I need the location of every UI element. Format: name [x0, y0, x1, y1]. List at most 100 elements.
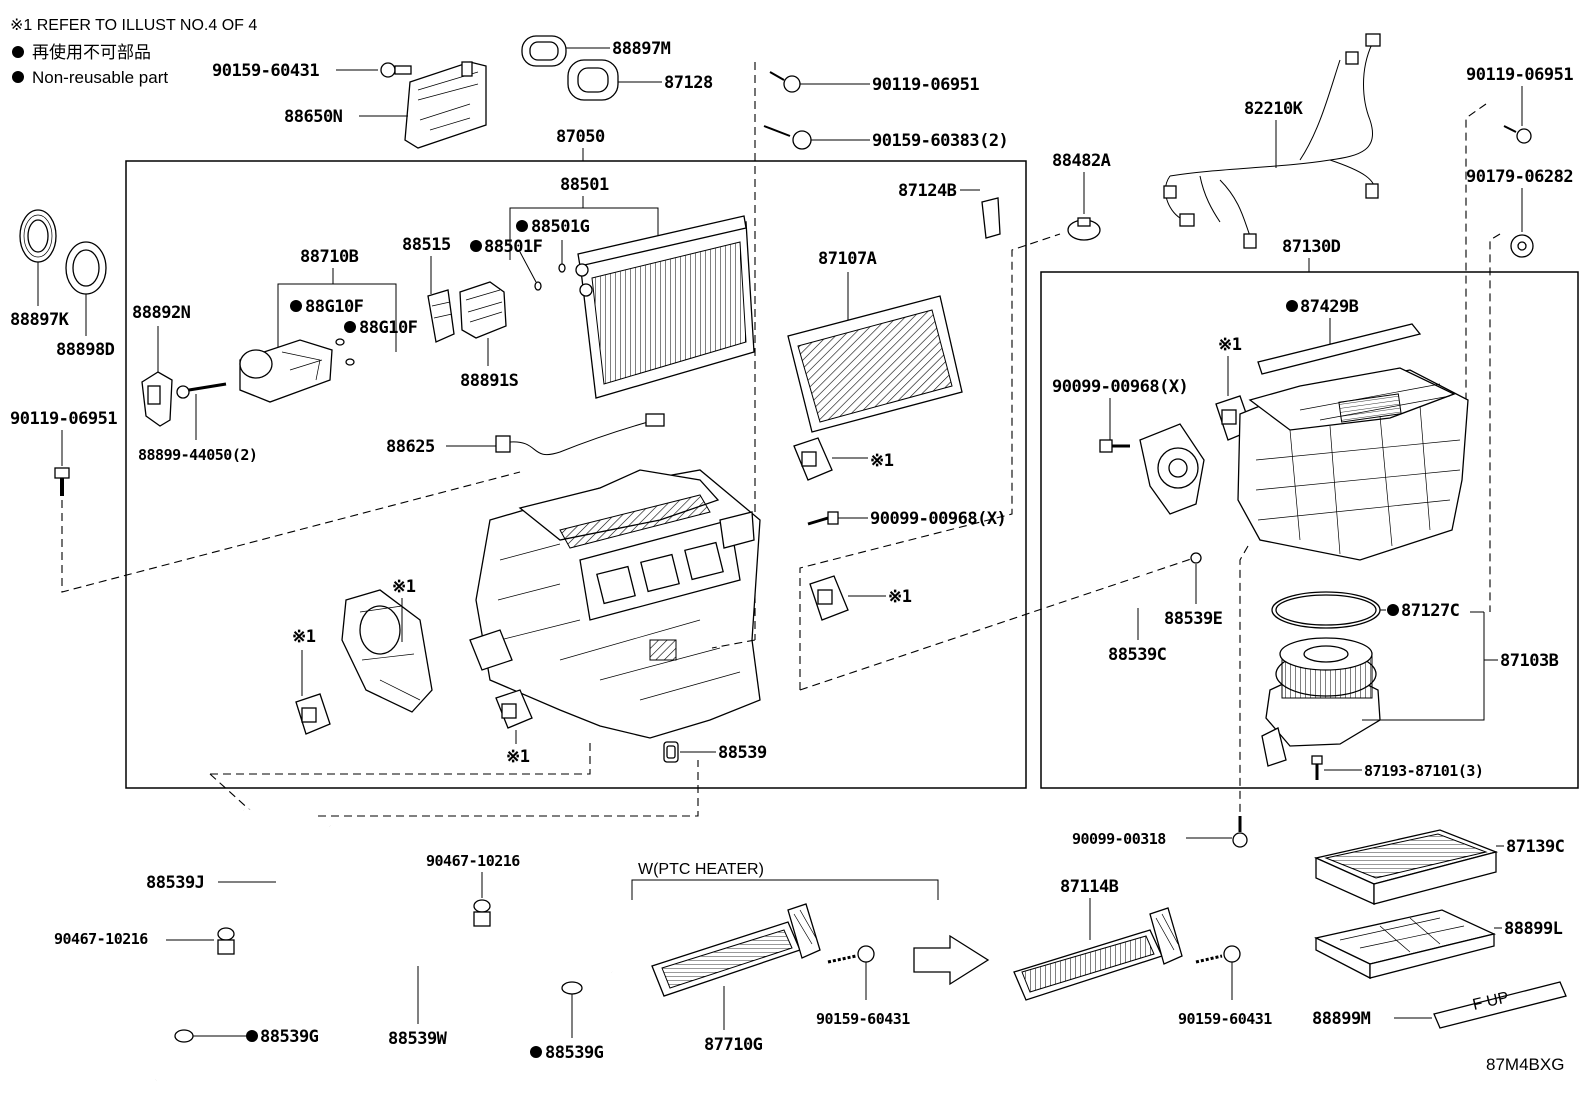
label-88539G-b: 88539G — [545, 1043, 604, 1063]
note-non-reusable-jp: 再使用不可部品 — [32, 42, 151, 62]
o-ring-87127C — [1271, 591, 1381, 629]
label-88539G-a: 88539G — [260, 1027, 319, 1047]
clip-icon — [217, 927, 235, 955]
illustration-code: 87M4BXG — [1486, 1055, 1564, 1074]
blower-case-87130D — [1237, 367, 1469, 561]
bracket-88650N — [404, 61, 487, 149]
label-90119-06951-right: 90119-06951 — [1466, 65, 1573, 85]
seal-87128 — [567, 59, 619, 101]
ptc-heater-label: W(PTC HEATER) — [638, 861, 764, 878]
label-90119-06951: 90119-06951 — [872, 75, 979, 95]
label-90467-10216-b: 90467-10216 — [426, 852, 520, 870]
label-87127C: 87127C — [1401, 601, 1459, 621]
ptc-heater-87710G — [651, 903, 821, 997]
drain-hose-88539J — [134, 807, 282, 1081]
actuator-ref-1-e — [809, 575, 849, 621]
label-88899M: 88899M — [1312, 1009, 1371, 1029]
label-87130D: 87130D — [1282, 237, 1341, 257]
label-90099-00968-a: 90099-00968(X) — [870, 509, 1006, 529]
label-mark-1-e: ※1 — [888, 587, 912, 607]
non-reusable-dot-icon — [290, 300, 302, 312]
label-87139C: 87139C — [1506, 837, 1564, 857]
label-87710G: 87710G — [704, 1035, 763, 1055]
pipe-87124B — [879, 197, 1001, 325]
grommet-88539E — [1190, 552, 1202, 564]
wire-harness-82210K — [1163, 33, 1381, 249]
label-90159-60431: 90159-60431 — [212, 61, 319, 81]
seal-88539 — [663, 741, 679, 763]
label-90119-06951-left: 90119-06951 — [10, 409, 117, 429]
connector-88515 — [427, 289, 455, 343]
label-90099-00318: 90099-00318 — [1072, 830, 1166, 848]
screw-icon — [763, 125, 812, 150]
non-reusable-dot-icon — [12, 71, 24, 83]
label-87050: 87050 — [556, 127, 605, 147]
label-87128: 87128 — [664, 73, 713, 93]
label-87429B: 87429B — [1300, 297, 1359, 317]
actuator-ref-1-a — [341, 589, 433, 713]
label-88482A: 88482A — [1052, 151, 1111, 171]
evaporator-88501 — [575, 215, 755, 399]
sensor-88482A — [1067, 217, 1101, 241]
label-mark-1-d: ※1 — [870, 451, 894, 471]
label-90159-60431-b: 90159-60431 — [816, 1010, 910, 1028]
label-mark-1-c: ※1 — [506, 747, 530, 767]
label-88891S: 88891S — [460, 371, 519, 391]
blower-motor-87103B — [1261, 637, 1381, 767]
ptc-heater-87114B — [1013, 907, 1183, 1001]
label-90467-10216-a: 90467-10216 — [54, 930, 148, 948]
label-88G10F-b: 88G10F — [359, 318, 418, 338]
label-88650N: 88650N — [284, 107, 343, 127]
non-reusable-dot-icon — [1286, 300, 1298, 312]
label-82210K: 82210K — [1244, 99, 1304, 119]
note-refer: ※1 REFER TO ILLUST NO.4 OF 4 — [10, 17, 257, 34]
arrow-right-icon — [913, 934, 990, 986]
label-90179-06282: 90179-06282 — [1466, 167, 1573, 187]
label-88899L: 88899L — [1504, 919, 1563, 939]
assembly-87050-frame — [125, 160, 1027, 789]
label-88897M: 88897M — [612, 39, 671, 59]
label-88892N: 88892N — [132, 303, 191, 323]
grommet-icon — [174, 1029, 194, 1043]
drain-hose-88539C — [1127, 553, 1171, 605]
label-mark-1-a: ※1 — [392, 577, 416, 597]
actuator-ref-1-b — [295, 693, 331, 735]
heater-core-87107A — [787, 295, 963, 433]
label-88515: 88515 — [402, 235, 451, 255]
module-88891S — [459, 281, 507, 339]
label-87124B: 87124B — [898, 181, 957, 201]
non-reusable-dot-icon — [1387, 604, 1399, 616]
label-88501F: 88501F — [484, 237, 543, 257]
seal-88897M — [521, 35, 567, 67]
label-90099-00968-b: 90099-00968(X) — [1052, 377, 1188, 397]
label-88539C: 88539C — [1108, 645, 1166, 665]
actuator-ref-1-d — [793, 437, 833, 481]
motor-bracket — [1139, 423, 1205, 515]
bolt-icon — [827, 945, 875, 964]
filter-tray-88899L — [1314, 909, 1496, 980]
expansion-valve-88710B — [239, 338, 355, 403]
filter-cover-88899M: F UP — [1433, 981, 1567, 1029]
sensor-88892N — [141, 371, 173, 427]
label-88539W: 88539W — [388, 1029, 448, 1049]
label-88501G: 88501G — [531, 217, 590, 237]
actuator-ref-1-c — [495, 689, 533, 729]
label-88G10F-a: 88G10F — [305, 297, 364, 317]
seal-strip-87429B — [1257, 323, 1422, 375]
screw-icon — [1311, 755, 1323, 780]
hvac-case-87050 — [469, 469, 761, 739]
screw-icon — [807, 511, 839, 526]
label-mark-1-f: ※1 — [1218, 335, 1242, 355]
label-87193-87101: 87193-87101(3) — [1364, 762, 1483, 780]
non-reusable-dot-icon — [530, 1046, 542, 1058]
seal-ring-88898D — [65, 241, 107, 295]
label-88710B: 88710B — [300, 247, 359, 267]
label-88899-44050: 88899-44050(2) — [138, 446, 257, 464]
non-reusable-dot-icon — [246, 1030, 258, 1042]
cabin-filter-87139C — [1313, 829, 1499, 906]
screw-icon — [769, 71, 801, 93]
label-88897K: 88897K — [10, 310, 70, 330]
nut-icon — [1510, 234, 1534, 258]
note-non-reusable-en: Non-reusable part — [32, 68, 168, 87]
